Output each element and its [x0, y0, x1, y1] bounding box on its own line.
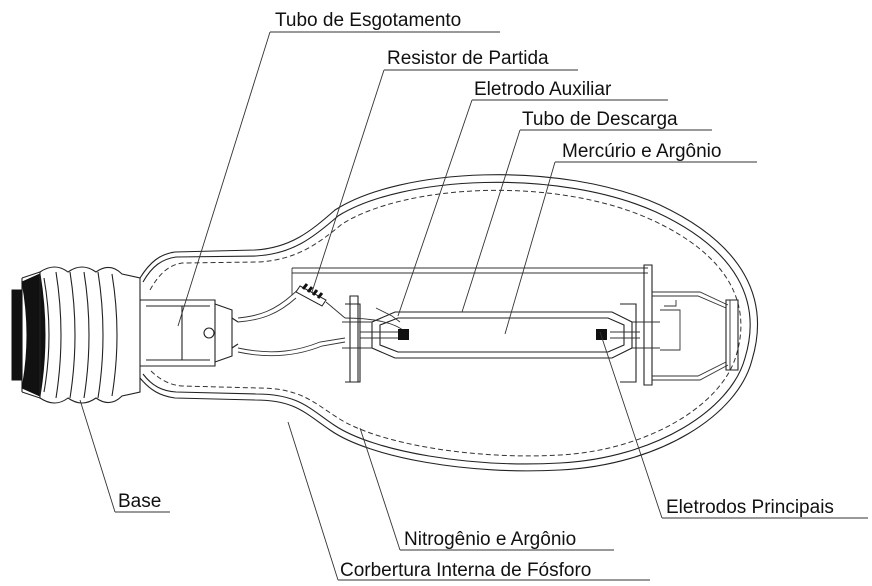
outer-bulb [139, 174, 759, 472]
leader-lines [79, 31, 868, 581]
label-resistor-partida: Resistor de Partida [387, 48, 549, 69]
label-eletrodos-principais: Eletrodos Principais [666, 497, 834, 518]
label-mercurio-argonio: Mercúrio e Argônio [562, 141, 721, 162]
label-eletrodo-auxiliar: Eletrodo Auxiliar [474, 79, 612, 100]
lamp-base [11, 266, 141, 404]
label-tubo-esgotamento: Tubo de Esgotamento [275, 10, 461, 31]
support-frame [237, 264, 739, 386]
main-electrode-right [596, 329, 607, 340]
exhaust-stem [140, 299, 239, 367]
label-base: Base [118, 491, 161, 512]
label-tubo-descarga: Tubo de Descarga [522, 109, 678, 130]
base-threads [39, 266, 141, 404]
base-insulator [21, 273, 46, 397]
phosphor-coating [149, 189, 742, 457]
label-nitrogenio-argonio: Nitrogênio e Argônio [404, 529, 576, 550]
label-cobertura-fosforo: Corbertura Interna de Fósforo [340, 560, 591, 581]
main-electrode-left [398, 329, 409, 340]
starting-resistor [295, 283, 346, 319]
base-contact [11, 289, 23, 381]
discharge-tube [342, 303, 660, 383]
